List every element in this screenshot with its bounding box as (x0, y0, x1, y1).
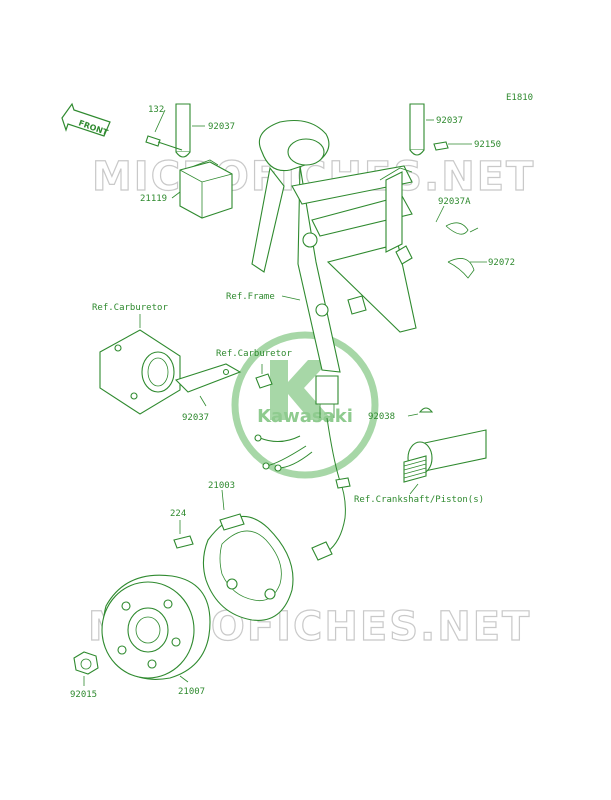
wiring-harness (254, 375, 351, 553)
label-ref-crankshaft: Ref.Crankshaft/Piston(s) (354, 495, 484, 505)
label-92037A: 92037A (438, 197, 471, 207)
front-arrow-icon: FRONT (61, 102, 111, 138)
label-92037-mid: 92037 (182, 413, 209, 423)
label-ref-frame: Ref.Frame (226, 292, 275, 302)
right-bracket-assembly (409, 103, 479, 279)
label-21007: 21007 (178, 687, 205, 697)
label-92038: 92038 (368, 412, 395, 422)
label-ref-carburetor-left: Ref.Carburetor (92, 303, 168, 313)
label-ref-carburetor-mid: Ref.Carburetor (216, 349, 292, 359)
flywheel (101, 574, 211, 680)
crankshaft (403, 407, 487, 483)
label-21003: 21003 (208, 481, 235, 491)
kawasaki-logo: Kawasaki (231, 331, 379, 479)
logo-text: Kawasaki (257, 406, 353, 427)
label-92015: 92015 (70, 690, 97, 700)
label-132: 132 (148, 105, 164, 115)
label-92037-top-left: 92037 (208, 122, 235, 132)
label-224: 224 (170, 509, 186, 519)
frame (251, 119, 417, 373)
label-92037-top-right: 92037 (436, 116, 463, 126)
label-92150: 92150 (474, 140, 501, 150)
relay-assembly (145, 103, 233, 219)
diagram-code: E1810 (506, 93, 533, 103)
carburetor-assembly (99, 329, 273, 415)
label-21119: 21119 (140, 194, 167, 204)
label-92072: 92072 (488, 258, 515, 268)
nut-92015 (73, 651, 99, 675)
stator-assembly (173, 513, 333, 621)
